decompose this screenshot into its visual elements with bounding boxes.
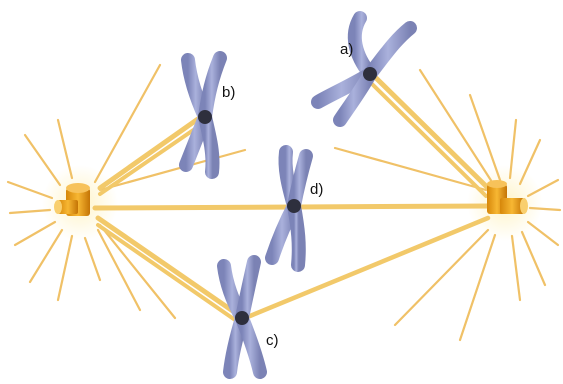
left-centrosome (54, 183, 90, 216)
fiber-left-to-c-2 (96, 223, 240, 324)
chromosome-c-centromere (235, 311, 249, 325)
fiber-left-to-b-2 (98, 118, 210, 196)
chromosome-a (311, 11, 417, 127)
fiber-right-to-a-1 (369, 71, 493, 193)
fiber-left-to-b-1 (97, 111, 208, 191)
fiber-right-to-a-2 (366, 78, 488, 198)
label-a: a) (340, 41, 353, 58)
chromosome-b-centromere (198, 110, 212, 124)
chromosome-a-centromere (363, 67, 377, 81)
right-aster-rays (333, 68, 562, 342)
fiber-right-to-c (247, 215, 491, 319)
chromosome-d-centromere (287, 199, 301, 213)
chromosome-b (179, 51, 227, 179)
fiber-left-to-c-1 (95, 215, 243, 319)
left-aster-rays (6, 63, 247, 320)
chromosome-c (217, 255, 267, 379)
label-d: d) (310, 181, 323, 198)
right-centrosome (487, 180, 528, 214)
label-b: b) (222, 84, 235, 101)
label-c: c) (266, 332, 279, 349)
chromosome-d (265, 145, 313, 272)
spindle-fibers (92, 71, 493, 324)
